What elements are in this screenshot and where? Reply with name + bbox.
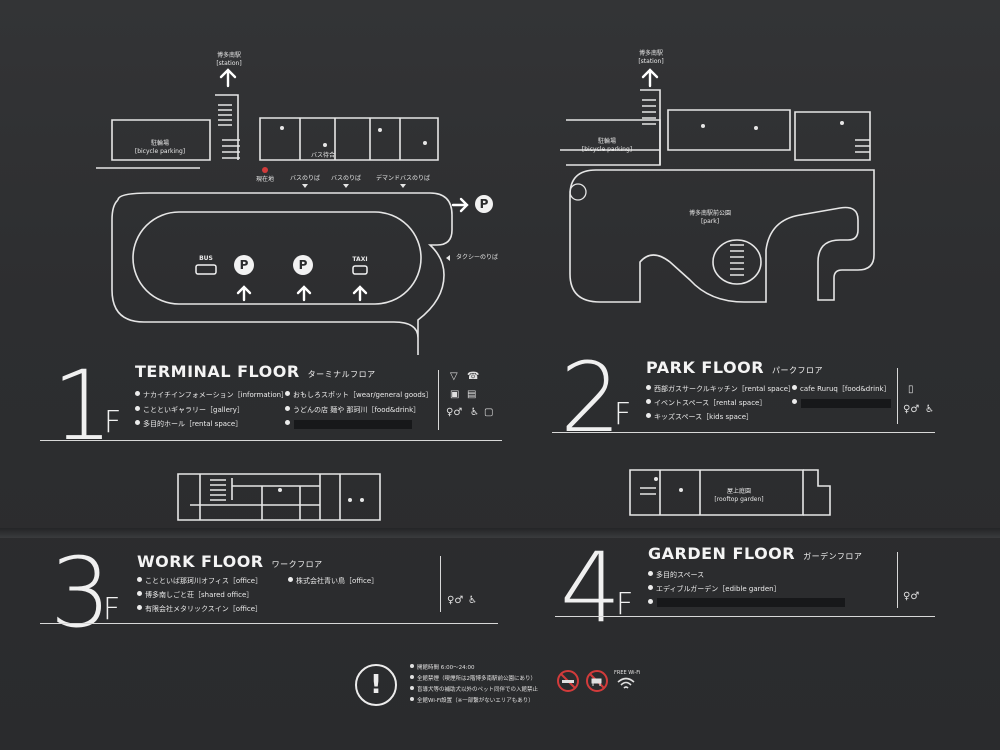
garden-floor-map [629, 469, 831, 516]
restroom-icon: ♀♂ [446, 407, 463, 418]
station-label: 博多南駅[station] [216, 52, 242, 67]
taxi-icon [352, 265, 368, 275]
directory-item: 多目的ホール［rental space］ [135, 419, 242, 429]
atm-icon: ▽ [450, 371, 458, 382]
bus-stop-label: バスのりば [289, 175, 320, 182]
directory-item: 博多南しごと荘［shared office］ [137, 590, 253, 600]
floor-suffix: F [103, 592, 121, 627]
directory-item [648, 598, 656, 608]
directory-item: 多目的スペース [648, 570, 704, 580]
floor-rule [555, 616, 935, 617]
no-pets-icon [586, 670, 608, 692]
restroom-icon: ♀♂ [903, 404, 920, 415]
parking-icon: P [480, 197, 489, 211]
notice-line: 開館時間 6:00〜24:00 [410, 663, 474, 673]
exclamation-icon: ! [355, 664, 397, 706]
phone-icon: ☎ [467, 371, 480, 382]
current-location-label: 現在地 [255, 176, 274, 183]
directory-item: エディブルガーデン［edible garden］ [648, 584, 781, 594]
restroom-icon: ♀♂ [903, 591, 920, 602]
directory-item: 西部ガスサークルキッチン［rental space］ [646, 384, 795, 394]
divider [438, 370, 439, 430]
directory-item: 有限会社メタリックスイン［office］ [137, 604, 262, 614]
floor-number: 3 [50, 537, 112, 649]
work-floor-map [177, 473, 381, 521]
station-label: 博多南駅[station] [638, 50, 664, 65]
wifi-label: FREE Wi-Fi [614, 670, 641, 676]
taxi-label: TAXI [352, 256, 368, 263]
directory-item: キッズスペース［kids space］ [646, 412, 753, 422]
wheelchair-icon: ♿ [468, 595, 477, 606]
directory-item: cafe Ruruq［food&drink］ [792, 384, 891, 394]
notice-line: 盲導犬等の補助犬以外のペット同伴での入館禁止 [410, 685, 538, 695]
floor-rule [40, 623, 498, 624]
wheelchair-icon: ♿ [925, 404, 934, 415]
divider [897, 368, 898, 424]
rooftop-garden-label: 屋上庭園[rooftop garden] [714, 488, 764, 503]
divider [897, 552, 898, 608]
directory-item: ナカイチインフォメーション［information］ [135, 390, 288, 400]
divider [440, 556, 441, 612]
parking-icon: P [299, 258, 308, 272]
redacted-entry [657, 598, 845, 607]
redacted-entry [801, 399, 891, 408]
park-map [560, 89, 875, 303]
no-smoking-icon [557, 670, 579, 692]
bus-icon [195, 264, 217, 275]
taxi-stop-label: タクシーのりば [455, 254, 498, 261]
bus-waiting-label: バス待合 [310, 152, 335, 159]
floor-rule [552, 432, 935, 433]
bus-stop-label: バスのりば [330, 175, 361, 182]
directory-item: 株式会社青い鳥［office］ [288, 576, 378, 586]
directory-item: イベントスペース［rental space］ [646, 398, 766, 408]
bicycle-parking-label: 駐輪場[bicycle parking] [134, 140, 186, 155]
locker-icon: ▯ [908, 384, 914, 395]
park-label: 博多南駅前公園[park] [688, 210, 731, 225]
redacted-entry [294, 420, 412, 429]
directory-item: ことといギャラリー［gallery］ [135, 405, 244, 415]
notice-line: 全館禁煙（喫煙所は2階博多南駅前公園にあり） [410, 674, 536, 684]
floor-suffix: F [104, 405, 122, 440]
wheelchair-icon: ♿ [470, 407, 479, 418]
floor-number: 4 [560, 532, 622, 644]
floor-rule [40, 440, 502, 441]
floor-suffix: F [614, 397, 632, 432]
parking-icon: P [240, 258, 249, 272]
elevator-icon: ▢ [484, 407, 494, 418]
bus-label: BUS [199, 255, 213, 262]
bicycle-parking-label: 駐輪場[bicycle parking] [581, 138, 633, 153]
current-location-marker [262, 167, 268, 173]
notice-line: 全館Wi-Fi設置（※一部繋がないエリアもあり） [410, 696, 534, 706]
floor-suffix: F [616, 587, 634, 622]
panel-seam [0, 528, 1000, 538]
directory-item [285, 419, 293, 429]
locker-icon: ▣ [450, 389, 460, 400]
terminal-map [96, 94, 453, 355]
restroom-icon: ♀♂ [447, 595, 464, 606]
demand-bus-stop-label: デマンドバスのりば [375, 175, 430, 182]
directory-item: ことといば那珂川オフィス［office］ [137, 576, 262, 586]
floor-number: 1 [52, 350, 114, 462]
smoking-area-icon [569, 183, 587, 201]
directory-item: うどんの店 麺や 那珂川［food&drink］ [285, 405, 420, 415]
printer-icon: ▤ [467, 389, 477, 400]
wifi-icon [617, 677, 635, 689]
directory-item [792, 398, 800, 408]
floor-number: 2 [560, 342, 622, 454]
prohibition-icons [557, 670, 608, 692]
directory-item: おもしろスポット［wear/general goods］ [285, 390, 433, 400]
